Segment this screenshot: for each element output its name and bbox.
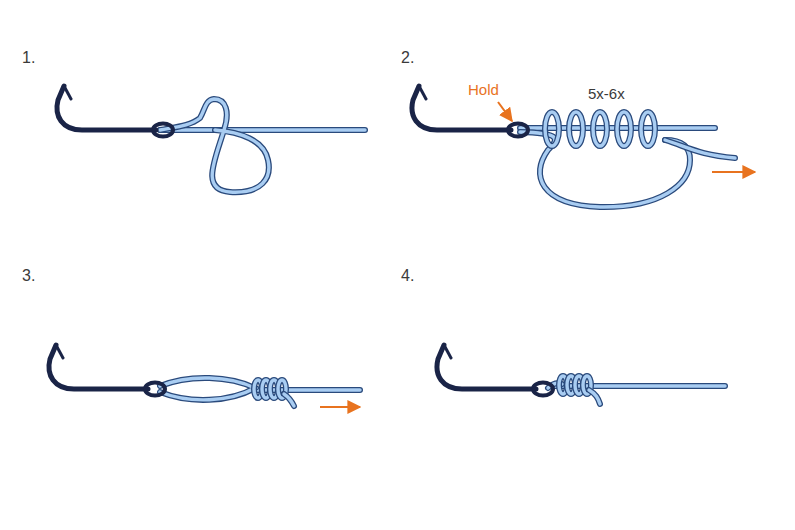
- fishing-line: [641, 112, 655, 146]
- panel-2-figure: [412, 86, 755, 207]
- fishing-line: [160, 99, 269, 192]
- step-number: 4.: [401, 268, 414, 284]
- line-outline: [641, 112, 655, 146]
- fishing-line: [617, 112, 631, 146]
- fishing-line: [593, 112, 607, 146]
- line-outline: [593, 112, 607, 146]
- fishing-line: [284, 394, 294, 406]
- line-outline: [160, 127, 365, 133]
- fishing-line: [665, 140, 735, 158]
- wrap-count: 5x-6x: [588, 86, 625, 101]
- fishing-line: [589, 390, 600, 404]
- step-number: 3.: [22, 268, 35, 284]
- line-outline: [569, 112, 583, 146]
- line-outline: [617, 112, 631, 146]
- line-outline: [160, 378, 255, 400]
- step-number: 2.: [401, 50, 414, 66]
- fishing-line: [160, 128, 365, 131]
- fishing-line: [160, 378, 255, 400]
- fishing-line: [569, 112, 583, 146]
- panel-1-figure: [57, 86, 365, 192]
- panel-3-figure: [49, 345, 360, 407]
- line-outline: [284, 394, 294, 406]
- hold-callout: Hold: [468, 82, 499, 97]
- panel-4-figure: [437, 345, 725, 404]
- line-outline: [665, 140, 735, 158]
- step-number: 1.: [22, 50, 35, 66]
- fishing-line: [545, 112, 559, 146]
- line-outline: [545, 112, 559, 146]
- line-outline: [160, 99, 269, 192]
- line-outline: [589, 390, 600, 404]
